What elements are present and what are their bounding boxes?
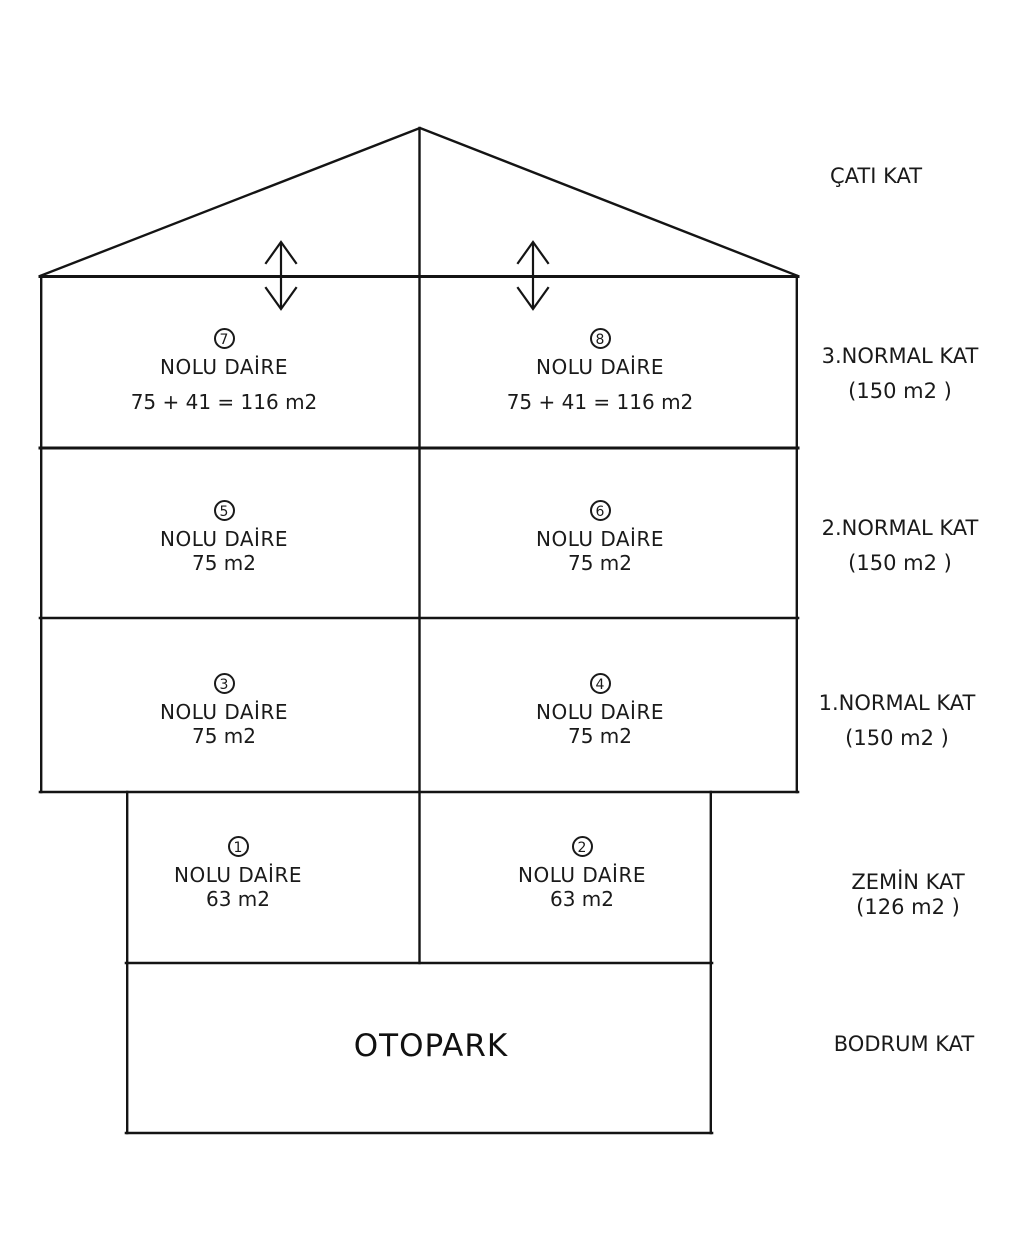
apartment-3-block: 3 NOLU DAİRE 75 m2 [104,673,344,748]
apartment-6-block: 6 NOLU DAİRE 75 m2 [480,500,720,575]
apartment-number: 8 [589,328,611,349]
apartment-2-block: 2 NOLU DAİRE 63 m2 [462,836,702,911]
apartment-type-label: NOLU DAİRE [159,355,288,379]
apartment-area-label: 75 m2 [191,551,256,575]
apartment-area-label: 63 m2 [549,887,614,911]
apartment-1-block: 1 NOLU DAİRE 63 m2 [118,836,358,911]
floor-name: ÇATI KAT [829,164,923,188]
apartment-area-label: 75 m2 [191,724,256,748]
apartment-number-badge: 2 [462,836,702,859]
apartment-type-label: NOLU DAİRE [159,700,288,724]
apartment-number-badge: 1 [118,836,358,859]
apartment-type-label: NOLU DAİRE [517,863,646,887]
floor-label-1-normal-kat: 1.NORMAL KAT (150 m2 ) [787,690,1007,752]
apartment-area-label: 75 m2 [567,724,632,748]
apartment-number: 6 [589,500,611,521]
apartment-5-block: 5 NOLU DAİRE 75 m2 [104,500,344,575]
floor-label-cati-kat: ÇATI KAT [766,163,986,190]
floor-area: (126 m2 ) [856,895,960,919]
apartment-number-badge: 6 [480,500,720,523]
floor-label-bodrum-kat: BODRUM KAT [794,1031,1013,1058]
apartment-number: 2 [571,836,593,857]
apartment-area-label: 75 + 41 = 116 m2 [130,390,318,414]
floor-name: 1.NORMAL KAT [818,691,976,715]
apartment-number-badge: 8 [480,328,720,351]
apartment-number: 1 [227,836,249,857]
apartment-number-badge: 3 [104,673,344,696]
apartment-4-block: 4 NOLU DAİRE 75 m2 [480,673,720,748]
apartment-8-block: 8 NOLU DAİRE 75 + 41 = 116 m2 [480,328,720,414]
floor-name: 3.NORMAL KAT [821,344,979,368]
apartment-type-label: NOLU DAİRE [159,527,288,551]
apartment-area-label: 75 + 41 = 116 m2 [506,390,694,414]
floor-area: (150 m2 ) [848,551,952,575]
floor-name: 2.NORMAL KAT [821,516,979,540]
floor-name: ZEMİN KAT [851,870,965,894]
apartment-number: 7 [213,328,235,349]
apartment-type-label: NOLU DAİRE [535,355,664,379]
apartment-number-badge: 7 [104,328,344,351]
floor-area: (150 m2 ) [845,726,949,750]
apartment-type-label: NOLU DAİRE [535,700,664,724]
floor-name: BODRUM KAT [833,1032,975,1056]
floor-label-zemin-kat: ZEMİN KAT (126 m2 ) [798,869,1013,921]
apartment-type-label: NOLU DAİRE [173,863,302,887]
apartment-number: 3 [213,673,235,694]
floor-area: (150 m2 ) [848,379,952,403]
apartment-number-badge: 5 [104,500,344,523]
apartment-7-block: 7 NOLU DAİRE 75 + 41 = 116 m2 [104,328,344,414]
apartment-number: 5 [213,500,235,521]
apartment-type-label: NOLU DAİRE [535,527,664,551]
floor-label-2-normal-kat: 2.NORMAL KAT (150 m2 ) [790,515,1010,577]
apartment-number-badge: 4 [480,673,720,696]
double-arrow-icon [264,240,298,311]
apartment-area-label: 75 m2 [567,551,632,575]
apartment-number: 4 [589,673,611,694]
double-arrow-icon [516,240,550,311]
apartment-area-label: 63 m2 [205,887,270,911]
otopark-label: OTOPARK [353,1028,509,1064]
floor-label-3-normal-kat: 3.NORMAL KAT (150 m2 ) [790,343,1010,405]
